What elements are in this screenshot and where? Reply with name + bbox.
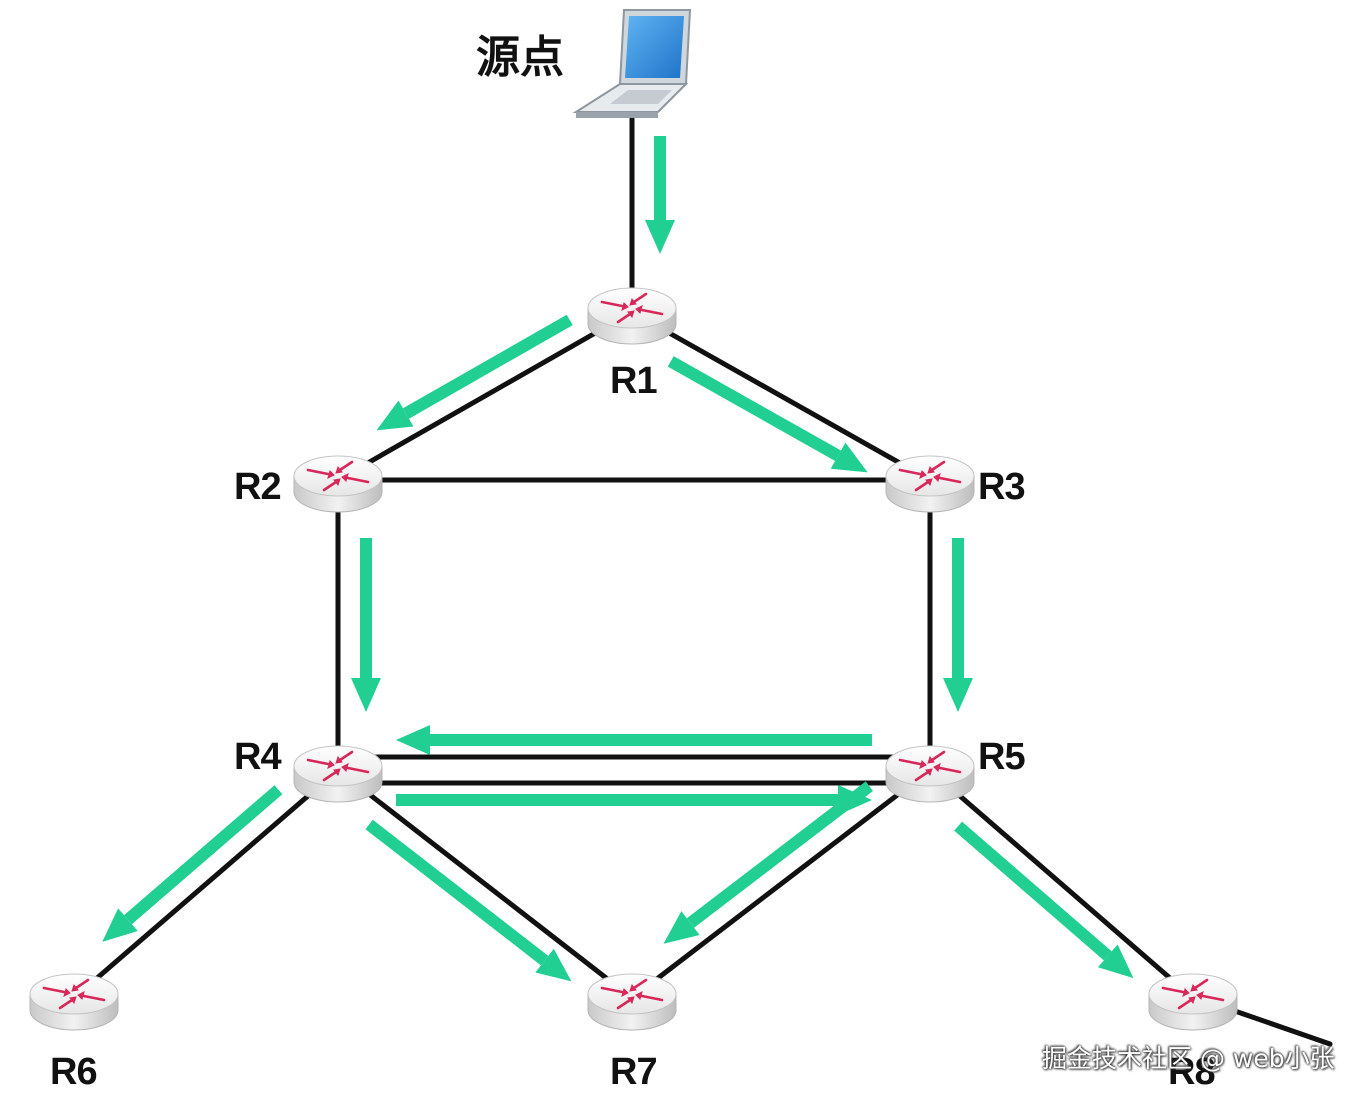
link-r8-outbound xyxy=(1229,1007,1333,1047)
router-label-r6: R6 xyxy=(50,1051,98,1093)
router-icon-r4 xyxy=(292,744,384,804)
flow-arrow-r1-r2 xyxy=(376,314,573,431)
flow-arrow-r3-r5 xyxy=(943,538,973,712)
flow-arrow-r1-r3 xyxy=(667,356,868,473)
flow-arrow-r5-r8 xyxy=(954,821,1134,979)
link-r1-r3 xyxy=(629,309,933,483)
router-icon-r3 xyxy=(884,454,976,514)
flow-arrow-r4-r7 xyxy=(365,819,572,982)
link-r5-r7 xyxy=(629,767,933,1001)
laptop-icon xyxy=(572,9,692,118)
flow-arrow-source-r1 xyxy=(645,136,675,254)
link-r1-r2 xyxy=(335,309,635,483)
router-label-r7: R7 xyxy=(610,1051,658,1093)
router-label-r3: R3 xyxy=(978,466,1026,508)
router-label-r8: R8 xyxy=(1168,1051,1216,1093)
router-label-r2: R2 xyxy=(234,466,282,508)
watermark: 掘金技术社区 @ web小张 xyxy=(1042,1044,1335,1073)
flow-arrow-r2-r4 xyxy=(351,538,381,712)
router-icon-r2 xyxy=(292,454,384,514)
flow-arrow-r5-r4 xyxy=(396,725,872,755)
links-layer xyxy=(71,115,1333,1047)
flow-arrow-r5-r7 xyxy=(663,781,873,944)
router-label-r4: R4 xyxy=(234,736,282,778)
router-icon-r7 xyxy=(586,972,678,1032)
flows-layer xyxy=(102,136,1134,982)
link-r4-r7 xyxy=(335,767,635,1001)
router-icon-r1 xyxy=(586,286,678,346)
router-icon-r5 xyxy=(884,744,976,804)
router-icon-r8 xyxy=(1147,972,1239,1032)
router-label-r5: R5 xyxy=(978,736,1026,778)
router-label-r1: R1 xyxy=(610,360,658,402)
link-r4-r6 xyxy=(71,767,341,1001)
source-label: 源点 xyxy=(476,32,564,83)
flow-arrow-r4-r5 xyxy=(396,785,872,815)
link-r5-r8 xyxy=(927,767,1196,1001)
router-icon-r6 xyxy=(28,972,120,1032)
flow-arrow-r4-r6 xyxy=(102,785,283,942)
